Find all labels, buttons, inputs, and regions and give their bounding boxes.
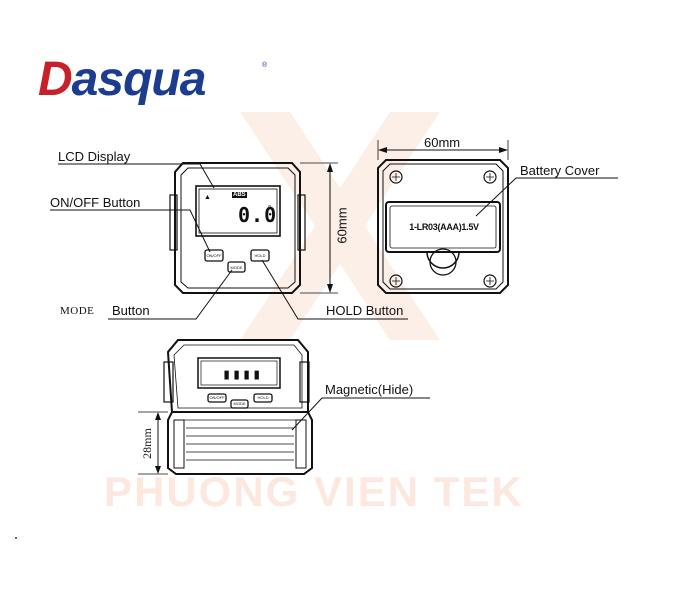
width-dimension-label: 60mm <box>424 135 461 150</box>
stray-dot <box>15 537 17 539</box>
perspective-mode-key: MODE <box>233 401 246 406</box>
perspective-hold-key: HOLD <box>257 395 269 400</box>
battery-cover-label: Battery Cover <box>520 163 600 178</box>
battery-spec-text: 1-LR03(AAA)1.5V <box>409 222 479 232</box>
magnetic-hide-label: Magnetic(Hide) <box>325 382 414 397</box>
mode-button-label: Button <box>112 303 150 318</box>
perspective-onoff-key: ON/OFF <box>209 395 225 400</box>
lcd-display-label: LCD Display <box>58 149 131 164</box>
lcd-abs-tag: ABS <box>232 192 247 198</box>
lcd-indicator-icon: ▲ <box>204 194 211 201</box>
mode-key-label: MODE <box>230 265 243 270</box>
watermark-text: PHUONG VIEN TEK <box>104 468 524 515</box>
perspective-lcd-digits: ▮▮▮▮ <box>222 365 263 383</box>
hold-key-label: HOLD <box>254 253 266 258</box>
lcd-reading: 0.0 <box>238 203 278 227</box>
onoff-key-label: ON/OFF <box>206 253 222 258</box>
trademark-mark: ® <box>262 62 268 69</box>
depth-dimension-label: 28mm <box>139 428 154 459</box>
hold-button-label: HOLD Button <box>326 303 404 318</box>
brand-logo: Dasqua <box>38 53 206 106</box>
on-off-button-label: ON/OFF Button <box>50 195 141 210</box>
mode-word-label: MODE <box>60 305 95 317</box>
lcd-unit: ° <box>268 204 272 213</box>
